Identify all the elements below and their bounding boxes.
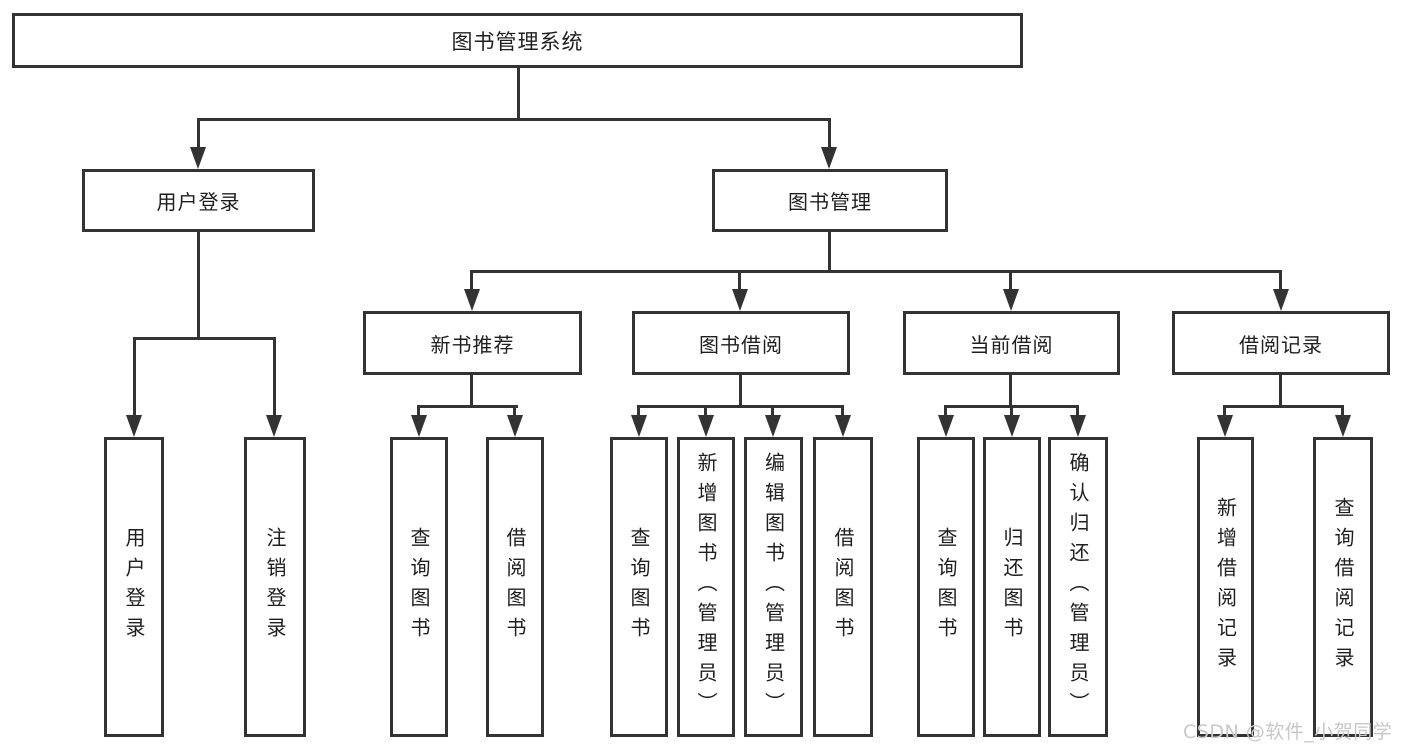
connector-line [828,232,831,270]
connector-line [1279,375,1282,405]
connector-line [417,405,420,417]
node-label: 借阅图书 [503,527,527,647]
node-label: 新增图书（管理员） [694,452,718,722]
leaf-return-book: 归还图书 [983,437,1041,737]
node-label: 新书推荐 [430,332,515,357]
connector-line [841,405,844,417]
connector-line [1223,405,1226,417]
node-label: 查询图书 [627,527,651,647]
node-label: 编辑图书（管理员） [761,452,786,722]
node-label: 用户登录 [122,527,146,647]
arrowhead-down-icon [464,289,480,311]
connector-line [1009,270,1012,291]
node-label: 查询图书 [407,527,431,647]
node-borrow-records: 借阅记录 [1172,311,1390,375]
connector-line [637,405,844,408]
arrowhead-down-icon [765,415,781,437]
arrowhead-down-icon [698,415,714,437]
arrowhead-down-icon [266,415,282,437]
connector-line [197,232,200,337]
arrowhead-down-icon [821,147,837,169]
connector-line [704,405,707,417]
node-label: 借阅记录 [1239,332,1323,357]
arrowhead-down-icon [1004,415,1020,437]
leaf-borrow-book-2: 借阅图书 [813,437,873,737]
arrowhead-down-icon [1070,415,1086,437]
arrowhead-down-icon [1003,289,1019,311]
leaf-query-borrow-record: 查询借阅记录 [1313,437,1373,737]
node-user-login-module: 用户登录 [82,169,315,232]
arrowhead-down-icon [411,415,427,437]
connector-line [637,405,640,417]
node-label: 查询借阅记录 [1331,497,1355,677]
connector-line [771,405,774,417]
connector-line [513,405,516,417]
leaf-logout: 注销登录 [244,437,306,737]
node-label: 注销登录 [263,527,287,647]
connector-line [739,375,742,405]
arrowhead-down-icon [1217,415,1233,437]
watermark: CSDN @软件_小贺同学 [1183,721,1393,743]
arrowhead-down-icon [835,415,851,437]
connector-line [1279,270,1282,291]
connector-line [273,337,276,417]
leaf-query-book-2: 查询图书 [610,437,668,737]
leaf-confirm-return-admin: 确认归还（管理员） [1048,437,1108,737]
connector-line [1076,405,1079,417]
leaf-edit-book-admin: 编辑图书（管理员） [744,437,803,737]
node-root: 图书管理系统 [12,13,1023,68]
node-label: 图书管理系统 [451,29,584,54]
node-label: 图书管理 [788,190,872,214]
leaf-query-book-1: 查询图书 [390,437,448,737]
connector-line [470,270,1282,273]
connector-line [738,270,741,291]
node-label: 确认归还（管理员） [1066,452,1090,722]
connector-line [1009,375,1012,405]
leaf-add-book-admin: 新增图书（管理员） [677,437,735,737]
leaf-user-login: 用户登录 [104,437,164,737]
arrowhead-down-icon [938,415,954,437]
arrowhead-down-icon [126,415,142,437]
arrowhead-down-icon [1273,289,1289,311]
connector-line [944,405,947,417]
node-label: 新增借阅记录 [1213,497,1238,677]
connector-line [197,118,831,121]
arrowhead-down-icon [631,415,647,437]
connector-line [1223,405,1344,408]
arrowhead-down-icon [507,415,523,437]
arrowhead-down-icon [1335,415,1351,437]
connector-line [470,270,473,291]
connector-line [517,68,520,121]
node-book-borrow: 图书借阅 [632,311,850,375]
connector-line [1010,405,1013,417]
leaf-add-borrow-record: 新增借阅记录 [1197,437,1254,737]
arrowhead-down-icon [190,147,206,169]
connector-line [197,118,200,151]
connector-line [828,118,831,151]
node-book-management: 图书管理 [712,169,948,232]
node-label: 查询图书 [934,527,958,647]
node-new-book-recommend: 新书推荐 [363,311,582,375]
connector-line [417,405,518,408]
connector-line [133,337,136,417]
node-label: 当前借阅 [969,332,1054,357]
node-current-borrow: 当前借阅 [903,311,1120,375]
leaf-borrow-book-1: 借阅图书 [486,437,544,737]
arrowhead-down-icon [732,289,748,311]
leaf-query-book-3: 查询图书 [917,437,975,737]
node-label: 借阅图书 [831,527,855,647]
connector-line [470,375,473,405]
node-label: 归还图书 [1000,527,1024,647]
node-label: 用户登录 [156,190,241,214]
connector-line [1341,405,1344,417]
connector-line [133,337,276,340]
node-label: 图书借阅 [699,332,783,357]
